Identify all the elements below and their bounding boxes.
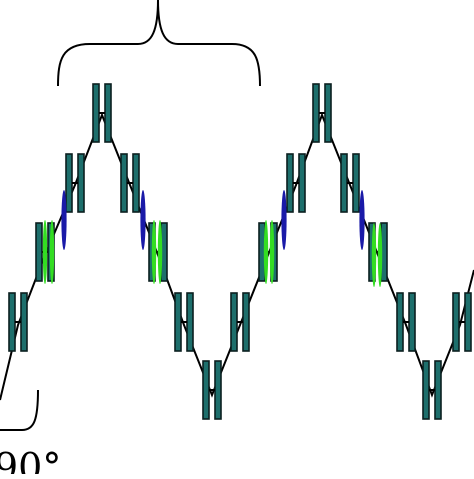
highlight-green-mark [157,220,163,284]
highlight-green-mark [151,220,157,284]
highlight-blue-mark [281,190,287,250]
domain-pair [340,153,360,213]
highlight-green-mark [49,220,55,284]
domain-bar-right [242,292,250,352]
domain-bar-left [230,292,238,352]
domain-pair [312,83,332,143]
domain-bar-right [298,153,306,213]
domain-pair [202,360,222,420]
domain-pair [396,292,416,352]
domain-bar-right [324,83,332,143]
domain-bar-left [65,153,73,213]
domain-layer [8,83,472,420]
highlight-green-mark [371,223,377,287]
highlight-layer [42,190,383,287]
highlight-green-mark [263,220,269,284]
domain-bar-left [120,153,128,213]
domain-pair [174,292,194,352]
highlight-blue-mark [140,190,146,250]
domain-pair [422,360,442,420]
domain-bar-right [464,292,472,352]
domain-bar-left [340,153,348,213]
domain-bar-left [35,222,43,282]
domain-bar-right [20,292,28,352]
backbone-line [0,112,474,401]
highlight-green-mark [377,223,383,287]
domain-bar-right [408,292,416,352]
domain-pair [120,153,140,213]
domain-bar-right [352,153,360,213]
domain-bar-right [214,360,222,420]
period-bracket-bottom [0,389,39,431]
highlight-blue-mark [359,190,365,250]
highlight-green-mark [269,220,275,284]
domain-bar-left [8,292,16,352]
domain-bar-left [396,292,404,352]
highlight-blue-mark [61,190,67,250]
domain-bar-left [312,83,320,143]
domain-bar-right [77,153,85,213]
domain-bar-left [286,153,294,213]
domain-bar-left [92,83,100,143]
domain-pair [452,292,472,352]
domain-pair [92,83,112,143]
corner-label: 90° [0,445,61,474]
highlight-green-mark [42,220,48,284]
domain-pair [230,292,250,352]
domain-pair [286,153,306,213]
domain-bar-left [202,360,210,420]
domain-bar-left [422,360,430,420]
domain-bar-right [132,153,140,213]
domain-bar-right [434,360,442,420]
domain-bar-left [452,292,460,352]
domain-bar-left [174,292,182,352]
domain-pair [8,292,28,352]
domain-bar-right [186,292,194,352]
domain-bar-right [104,83,112,143]
domain-pair [65,153,85,213]
period-bracket-top [57,0,261,87]
